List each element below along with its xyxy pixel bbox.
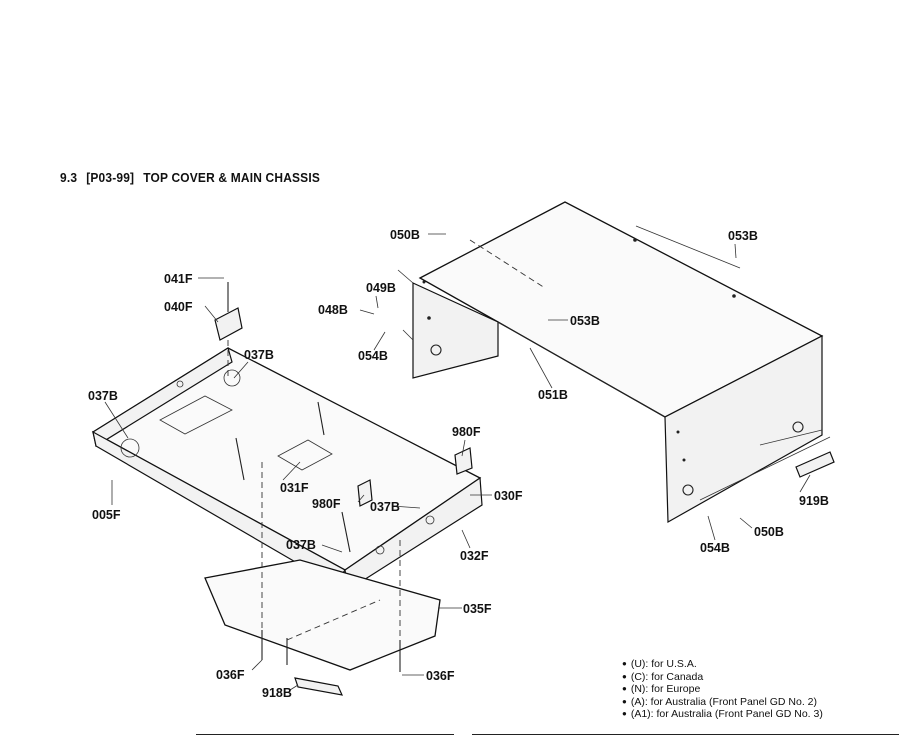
label-037B-d: 037B xyxy=(286,538,316,552)
label-918B: 918B xyxy=(262,686,292,700)
label-054B-b: 054B xyxy=(700,541,730,555)
label-040F: 040F xyxy=(164,300,193,314)
legend-item: (U): for U.S.A. xyxy=(622,658,823,671)
label-051B: 051B xyxy=(538,388,568,402)
label-plate-918B xyxy=(294,677,344,696)
label-050B-a: 050B xyxy=(390,228,420,242)
label-980F-a: 980F xyxy=(452,425,481,439)
legend-item: (C): for Canada xyxy=(622,671,823,684)
label-030F: 030F xyxy=(494,489,523,503)
label-050B-b: 050B xyxy=(754,525,784,539)
top-cover xyxy=(397,201,831,524)
bracket-040F xyxy=(214,307,243,341)
section-code: [P03-99] xyxy=(86,170,135,185)
label-037B-a: 037B xyxy=(244,348,274,362)
label-980F-b: 980F xyxy=(312,497,341,511)
label-031F: 031F xyxy=(280,481,309,495)
label-005F: 005F xyxy=(92,508,121,522)
label-919B: 919B xyxy=(799,494,829,508)
section-title: TOP COVER & MAIN CHASSIS xyxy=(143,170,321,185)
bottom-rule-right xyxy=(472,734,899,735)
clip-980F xyxy=(454,447,473,475)
clip-980F-lower xyxy=(357,479,373,507)
label-plate-919B xyxy=(795,451,835,478)
legend-item: (A): for Australia (Front Panel GD No. 2… xyxy=(622,696,823,709)
label-036F-a: 036F xyxy=(216,668,245,682)
label-037B-c: 037B xyxy=(370,500,400,514)
bottom-rule-left xyxy=(196,734,454,735)
top-cover-right-side xyxy=(664,335,823,524)
label-048B: 048B xyxy=(318,303,348,317)
page-title: 9.3 [P03-99] TOP COVER & MAIN CHASSIS xyxy=(60,170,326,185)
label-053B-a: 053B xyxy=(728,229,758,243)
bottom-plate-035F xyxy=(204,559,441,671)
main-chassis xyxy=(91,282,483,592)
label-037B-b: 037B xyxy=(88,389,118,403)
label-032F: 032F xyxy=(460,549,489,563)
label-049B: 049B xyxy=(366,281,396,295)
label-041F: 041F xyxy=(164,272,193,286)
label-035F: 035F xyxy=(463,602,492,616)
leader-lines xyxy=(104,233,811,691)
label-036F-b: 036F xyxy=(426,669,455,683)
part-labels: 041F 040F 037B 037B 005F 031F 980F 980F … xyxy=(88,228,829,700)
legend-item: (N): for Europe xyxy=(622,683,823,696)
section-number: 9.3 xyxy=(60,170,78,185)
label-053B-b: 053B xyxy=(570,314,600,328)
legend-item: (A1): for Australia (Front Panel GD No. … xyxy=(622,708,823,721)
region-legend: (U): for U.S.A. (C): for Canada (N): for… xyxy=(622,658,823,721)
label-054B-a: 054B xyxy=(358,349,388,363)
